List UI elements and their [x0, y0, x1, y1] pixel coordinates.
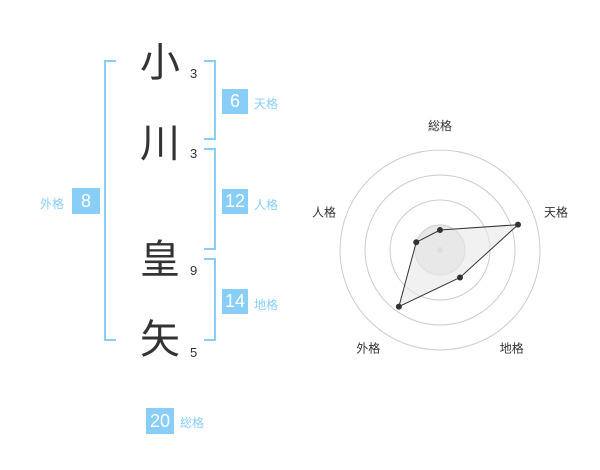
radar-points	[395, 221, 521, 310]
radar-value-polygon	[398, 224, 520, 308]
name-char-3-strokes: 9	[190, 263, 198, 278]
chikaku-label: 地格	[254, 298, 279, 312]
radar-ring-4	[339, 149, 541, 351]
name-char-3: 皇	[140, 237, 180, 283]
radar-point-4	[413, 239, 420, 246]
radar-point-1	[514, 221, 521, 228]
radar-point-3	[395, 303, 402, 310]
name-char-2: 川	[140, 121, 180, 167]
radar-axis-label-1: 天格	[544, 204, 568, 219]
radar-axis-label-2: 地格	[500, 341, 524, 356]
gaikaku-bracket	[104, 60, 116, 341]
soukaku-label: 総格	[180, 416, 205, 430]
radar-axis-label-0: 総格	[428, 118, 452, 133]
radar-axis-label-4: 人格	[312, 204, 336, 219]
name-char-1-strokes: 3	[190, 66, 198, 81]
name-char-4-strokes: 5	[190, 345, 198, 360]
radar-point-0	[437, 227, 443, 233]
jinkaku-label: 人格	[254, 198, 279, 212]
name-char-2-strokes: 3	[190, 146, 198, 161]
gaikaku-value: 8	[72, 188, 100, 214]
gaikaku-label: 外格	[40, 197, 65, 211]
jinkaku-bracket	[204, 148, 216, 250]
soukaku-value: 20	[146, 408, 174, 434]
name-char-4: 矢	[140, 317, 180, 363]
jinkaku-value: 12	[222, 189, 248, 214]
chikaku-value: 14	[222, 289, 248, 314]
radar-axis-label-3: 外格	[356, 341, 380, 356]
tenkaku-value: 6	[222, 89, 248, 114]
radar-ring-3	[364, 174, 516, 326]
chikaku-bracket	[204, 258, 216, 341]
tenkaku-bracket	[204, 60, 216, 140]
radar-point-2	[456, 274, 463, 281]
name-char-1: 小	[140, 40, 180, 86]
tenkaku-label: 天格	[254, 97, 279, 111]
